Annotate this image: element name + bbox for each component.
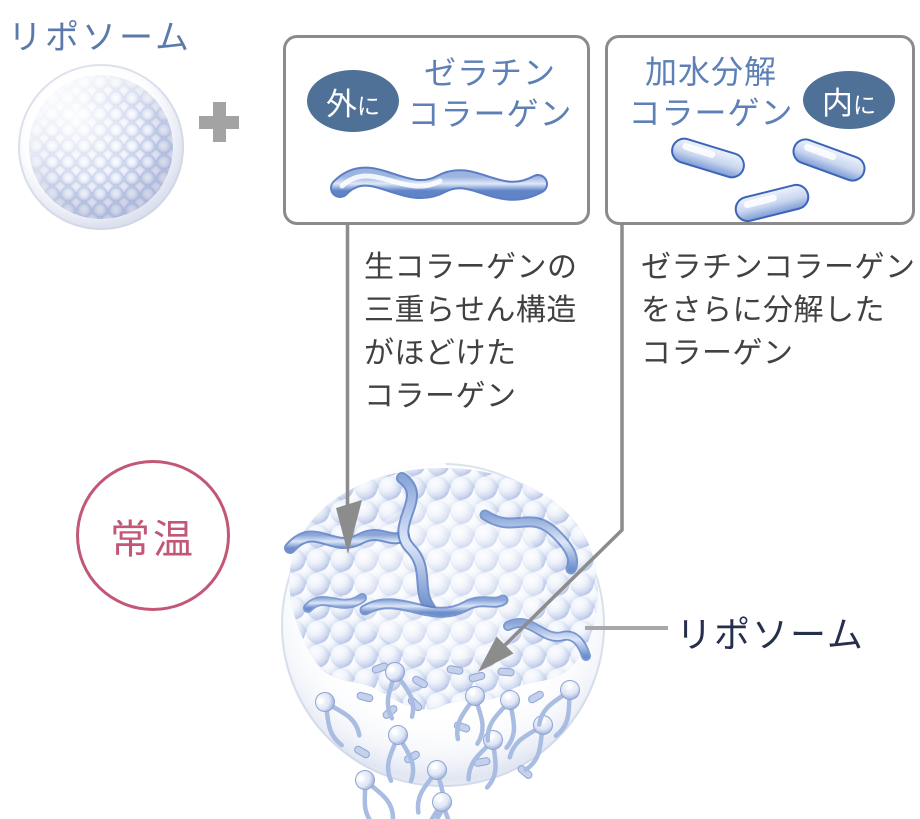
gelatin-title-line1: ゼラチン: [423, 55, 556, 91]
outside-badge-sub: に: [357, 93, 380, 119]
inside-badge-sub: に: [853, 92, 876, 118]
liposome-small-illustration: [18, 64, 184, 230]
hydrolyzed-collagen-box: 加水分解 コラーゲン 内 に: [605, 35, 915, 225]
liposome-large-illustration: [281, 462, 605, 819]
inside-badge-main: 内: [822, 85, 853, 121]
gelatin-collagen-description: 生コラーゲンの 三重らせん構造 がほどけた コラーゲン: [364, 251, 578, 413]
normal-temperature-label: 常温: [110, 517, 196, 562]
gelatin-title-line2: コラーゲン: [407, 96, 573, 132]
capsule-fragments-icon: [671, 137, 866, 223]
outside-badge-main: 外: [326, 86, 357, 122]
wavy-collagen-strand-icon: [330, 166, 548, 201]
gelatin-collagen-title: ゼラチン コラーゲン: [404, 53, 576, 135]
liposome-label-right: リポソーム: [676, 614, 865, 655]
plus-icon: [199, 102, 239, 142]
hydrolyzed-title-line1: 加水分解: [644, 54, 777, 90]
hydrolyzed-collagen-title: 加水分解 コラーゲン: [616, 52, 806, 134]
inside-badge: 内 に: [803, 71, 895, 129]
liposome-small-bubble-ball: [29, 75, 173, 219]
hydrolyzed-collagen-description: ゼラチンコラーゲン をさらに分解した コラーゲン: [641, 251, 916, 370]
outside-badge: 外 に: [307, 70, 399, 132]
hydrolyzed-title-line2: コラーゲン: [628, 95, 794, 131]
gelatin-collagen-box: 外 に ゼラチン コラーゲン: [283, 35, 590, 225]
liposome-label-top: リポソーム: [8, 19, 192, 57]
normal-temperature-circle: 常温: [76, 460, 230, 611]
